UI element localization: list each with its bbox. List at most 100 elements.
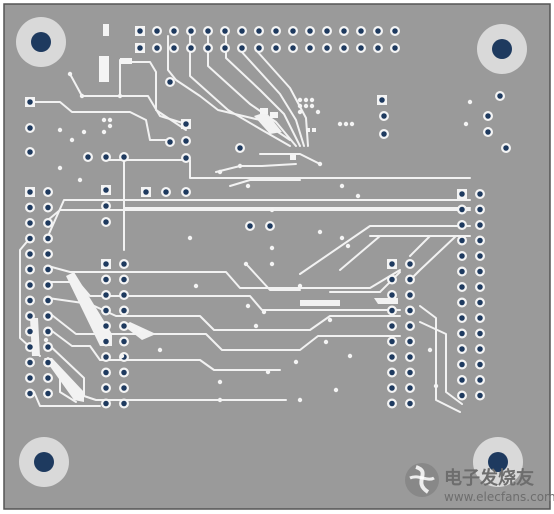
ic-pin <box>119 398 129 409</box>
left-header-pin <box>43 264 53 275</box>
top-header-pin <box>152 43 162 53</box>
via <box>217 169 223 175</box>
via <box>427 347 433 353</box>
via <box>269 261 275 267</box>
right-header-pin <box>457 235 467 246</box>
mounting-hole <box>16 17 66 67</box>
via <box>67 71 73 77</box>
top-header-pin <box>390 26 400 36</box>
right-header-pin <box>475 266 485 277</box>
ic-pin <box>101 383 111 393</box>
via <box>467 99 473 105</box>
top-header-pin <box>203 26 213 36</box>
ic-pin <box>405 398 415 409</box>
left-header-pin <box>43 326 53 337</box>
left-header-pin <box>43 187 53 197</box>
ic-pin <box>387 336 397 347</box>
via <box>323 339 329 345</box>
via <box>43 337 49 343</box>
ic-pin <box>119 305 129 316</box>
via <box>101 129 107 135</box>
pad <box>483 127 493 137</box>
left-header-pin <box>43 357 53 368</box>
right-header-pin <box>457 344 467 354</box>
ic-pin <box>405 290 415 300</box>
via <box>337 121 343 127</box>
via <box>253 323 259 329</box>
copper-pours <box>30 112 398 402</box>
left-header-pin <box>43 342 53 352</box>
ic-pin <box>101 367 111 378</box>
mounting-hole <box>477 24 527 74</box>
top-header-pin <box>390 43 400 53</box>
watermark-title: 电子发烧友 <box>444 467 534 489</box>
top-header-pin <box>169 43 179 53</box>
top-header-pin <box>220 43 230 53</box>
via <box>293 359 299 365</box>
via <box>261 309 267 315</box>
right-header-pin <box>457 297 467 308</box>
connector-pin <box>101 201 111 211</box>
right-header-pin <box>475 390 485 401</box>
left-header-pin <box>25 388 35 399</box>
mounting-holes <box>16 17 527 487</box>
via <box>265 369 271 375</box>
left-header-pin <box>25 187 35 197</box>
top-header-pin <box>322 43 332 53</box>
via <box>317 229 323 235</box>
via <box>193 283 199 289</box>
pad <box>483 111 493 121</box>
ic-pin <box>119 383 129 393</box>
right-header-pin <box>475 313 485 323</box>
top-header-pin <box>254 43 264 53</box>
via <box>343 121 349 127</box>
ic-pin <box>119 274 129 285</box>
via <box>157 347 163 353</box>
ic-pin <box>119 290 129 300</box>
via <box>269 207 275 213</box>
right-header-pin <box>457 266 467 277</box>
board-outline <box>3 3 551 510</box>
via <box>349 121 355 127</box>
ic-pin <box>387 398 397 409</box>
mounting-hole <box>473 437 523 487</box>
via <box>107 117 113 123</box>
top-header-pin <box>339 26 349 36</box>
via <box>57 165 63 171</box>
left-header-pin <box>43 249 53 259</box>
right-header-pin <box>457 328 467 339</box>
pad <box>235 143 245 153</box>
ic-pin <box>405 259 415 269</box>
right-header-pin <box>475 204 485 215</box>
top-header-pin <box>271 26 281 36</box>
ic-pin <box>119 367 129 378</box>
right-header-pin <box>457 313 467 323</box>
via <box>187 235 193 241</box>
pad <box>25 97 35 107</box>
ic-pin <box>101 321 111 331</box>
smd-pads <box>99 24 316 160</box>
left-header-pin <box>25 295 35 306</box>
via <box>315 109 321 115</box>
top-header-pin <box>288 43 298 53</box>
ic-pin <box>405 305 415 316</box>
pad <box>83 152 93 162</box>
ic-pin <box>101 336 111 347</box>
left-header-pin <box>43 388 53 399</box>
pad <box>181 187 191 197</box>
pad <box>165 137 175 147</box>
right-header-pin <box>475 328 485 339</box>
via <box>297 103 303 109</box>
left-header-pin <box>43 373 53 383</box>
watermark: 电子发烧友 www.elecfans.com <box>405 463 554 504</box>
top-header-pin <box>186 43 196 53</box>
via <box>69 137 75 143</box>
pad <box>265 221 275 231</box>
left-header-pin <box>25 233 35 244</box>
via <box>217 397 223 403</box>
right-header-pin <box>457 282 467 292</box>
ic-pin <box>101 305 111 316</box>
pad <box>165 77 175 87</box>
elecfans-logo-icon <box>405 463 439 497</box>
ic-pin <box>405 367 415 378</box>
